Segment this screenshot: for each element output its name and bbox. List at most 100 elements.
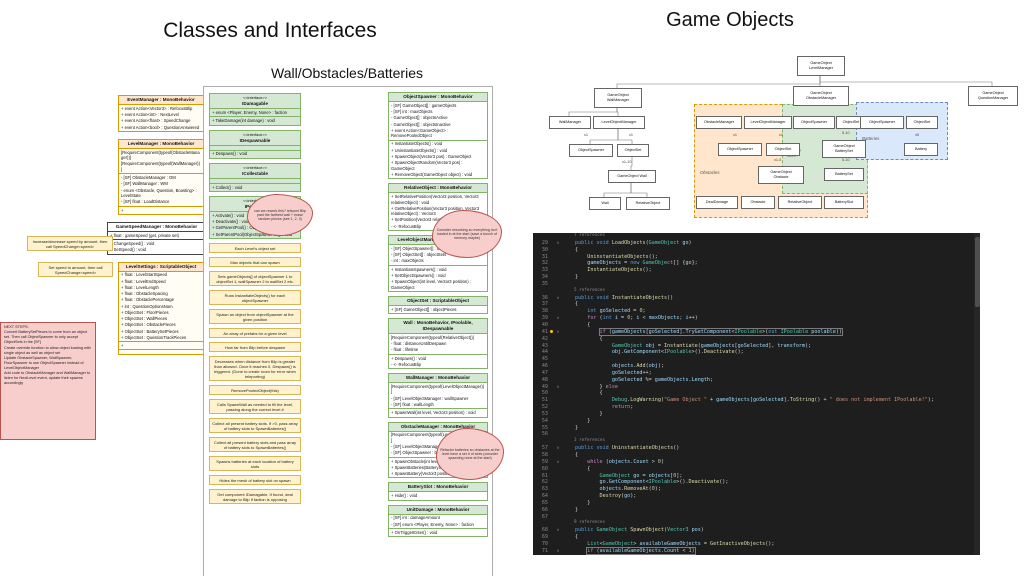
codelens-references[interactable]: 9 references bbox=[574, 520, 606, 526]
code-text: GameObject go = objects[0]; bbox=[599, 472, 683, 479]
code-line[interactable]: 32 gameObjects = new GameObject[] {go}; bbox=[533, 260, 980, 267]
code-text: } bbox=[575, 499, 591, 506]
code-text: public void InstantiateObjects() bbox=[575, 294, 674, 301]
code-line[interactable]: 44 obj.GetComponent<IPoolable>().Deactiv… bbox=[533, 349, 980, 356]
uml-member: + event Action<Vector3> : RefocusBlip bbox=[121, 105, 193, 111]
code-line[interactable]: 70 List<GameObject> availableGameObjects… bbox=[533, 541, 980, 548]
code-line[interactable]: 55} bbox=[533, 425, 980, 432]
fold-chevron-icon bbox=[554, 486, 562, 493]
code-editor[interactable]: 7 references 29∨public void LoadObjects(G… bbox=[533, 233, 980, 555]
code-line[interactable]: 50 { bbox=[533, 390, 980, 397]
uml-section: + bbox=[119, 205, 203, 214]
code-line[interactable]: 41∨ if (gameObjects[goSelected].TryGetCo… bbox=[533, 327, 980, 337]
line-number: 65 bbox=[541, 499, 548, 506]
code-line[interactable]: 49∨ } else bbox=[533, 384, 980, 391]
code-line[interactable]: 63 objects.RemoveAt(0); bbox=[533, 486, 980, 493]
code-line[interactable]: 57∨public void UninstantiateObjects() bbox=[533, 445, 980, 452]
line-number: 33 bbox=[541, 267, 548, 274]
code-line[interactable]: 58{ bbox=[533, 452, 980, 459]
code-line[interactable]: 38 int goSelected = 0; bbox=[533, 308, 980, 315]
code-line[interactable]: 33 InstantiateObjects(); bbox=[533, 267, 980, 274]
fold-chevron-icon[interactable]: ∨ bbox=[556, 239, 560, 245]
code-text: gameObjects = new GameObject[] {go}; bbox=[587, 260, 698, 267]
fold-chevron-icon bbox=[554, 343, 562, 350]
uml-title: RelativeObject : MonoBehavior bbox=[389, 184, 487, 193]
fold-chevron-icon bbox=[554, 267, 562, 274]
uml-section: + enum <Player, Enemy, None> : faction bbox=[210, 108, 300, 116]
fold-chevron-icon[interactable]: ∨ bbox=[556, 547, 560, 553]
uml-title: EventManager : MonoBehavior bbox=[119, 96, 203, 104]
scrollbar-thumb[interactable] bbox=[974, 237, 980, 307]
code-line[interactable]: 51 Debug.LogWarning("Game Object " + gam… bbox=[533, 397, 980, 404]
code-line[interactable]: 52 return; bbox=[533, 404, 980, 411]
code-line[interactable]: 61 GameObject go = objects[0]; bbox=[533, 473, 980, 480]
fold-chevron-icon[interactable]: ∨ bbox=[556, 315, 560, 321]
uml-member: + SetRelativePosition(Vector3 position, … bbox=[391, 194, 479, 205]
code-line[interactable]: 64 Destroy(go); bbox=[533, 493, 980, 500]
code-line[interactable]: 43 GameObject obj = Instantiate(gameObje… bbox=[533, 343, 980, 350]
uml-title: ObstacleManager : MonoBehavior bbox=[389, 422, 487, 431]
line-number: 30 bbox=[541, 246, 548, 253]
uml-member: + InstantiateSpawners() : void bbox=[391, 266, 447, 272]
code-line[interactable]: 30{ bbox=[533, 247, 980, 254]
uml-title: ICollectable bbox=[242, 170, 268, 176]
fold-chevron-icon[interactable]: ∨ bbox=[556, 328, 560, 334]
annotation-note: Runs InstantiateObjects() for each objec… bbox=[209, 290, 301, 306]
code-line[interactable]: 45 bbox=[533, 356, 980, 363]
fold-chevron-icon bbox=[554, 390, 562, 397]
code-line[interactable]: 39∨ for (int i = 0; i < maxObjects; i++) bbox=[533, 315, 980, 322]
code-text: Destroy(go); bbox=[599, 493, 637, 500]
code-line[interactable]: 37{ bbox=[533, 301, 980, 308]
annotation-note: Collect all present battery slots. If >0… bbox=[209, 418, 301, 434]
code-line[interactable]: 66} bbox=[533, 507, 980, 514]
uml-section: + [SF] GameObject[] : objectPieces bbox=[389, 304, 487, 313]
right-title: Game Objects bbox=[666, 9, 794, 31]
code-line[interactable]: 48 goSelected %= gameObjects.Length; bbox=[533, 377, 980, 384]
code-line[interactable]: 68∨public GameObject SpawnObject(Vector3… bbox=[533, 527, 980, 534]
uml-levelmanager: LevelManager : MonoBehavior[RequireCompo… bbox=[118, 138, 204, 215]
lightbulb-icon[interactable] bbox=[549, 329, 553, 333]
uml-member: - [SF] ObjectSpawner[] : objectSpawners bbox=[391, 245, 467, 251]
codelens-references[interactable]: 7 references bbox=[574, 233, 606, 238]
code-text bbox=[562, 281, 575, 288]
code-line[interactable]: 60 { bbox=[533, 466, 980, 473]
codelens-references[interactable]: 3 references bbox=[574, 438, 606, 444]
uml-member: + SpawnObjectRandom(Vector3 pos) : GameO… bbox=[391, 160, 463, 171]
code-line[interactable]: 69{ bbox=[533, 534, 980, 541]
code-line[interactable]: 56 bbox=[533, 431, 980, 438]
fold-chevron-icon[interactable]: ∨ bbox=[556, 458, 560, 464]
code-line[interactable]: 65 } bbox=[533, 500, 980, 507]
line-number: 45 bbox=[541, 356, 548, 363]
codelens-references[interactable]: 5 references bbox=[574, 287, 606, 293]
uml-member: + ObjectSet : BatterySetPieces bbox=[121, 328, 179, 334]
code-line[interactable]: 54 } bbox=[533, 418, 980, 425]
code-line[interactable]: 42 { bbox=[533, 336, 980, 343]
fold-chevron-icon[interactable]: ∨ bbox=[556, 383, 560, 389]
code-line[interactable]: 59∨ while (objects.Count > 0) bbox=[533, 459, 980, 466]
uml-title: Wall : MonoBehavior, IPoolable, IDespawn… bbox=[389, 319, 487, 333]
line-number: 62 bbox=[541, 479, 548, 486]
code-text: public GameObject SpawnObject(Vector3 po… bbox=[575, 527, 704, 534]
code-line[interactable]: 71∨ if (availableGameObjects.Count < 1) bbox=[533, 546, 980, 555]
fold-chevron-icon[interactable]: ∨ bbox=[556, 527, 560, 533]
code-line[interactable]: 67 bbox=[533, 514, 980, 521]
code-line[interactable]: 35 bbox=[533, 281, 980, 288]
code-line[interactable]: 62 go.GetComponent<IPoolable>().Deactiva… bbox=[533, 479, 980, 486]
code-line[interactable]: 47 goSelected++; bbox=[533, 370, 980, 377]
scrollbar[interactable] bbox=[974, 233, 980, 555]
code-line[interactable]: 29∨public void LoadObjects(GameObject go… bbox=[533, 240, 980, 247]
code-line[interactable]: 46 objects.Add(obj); bbox=[533, 363, 980, 370]
code-line[interactable]: 40 { bbox=[533, 322, 980, 329]
code-line[interactable]: 34} bbox=[533, 274, 980, 281]
codelens-row: 7 references bbox=[533, 233, 980, 240]
code-line[interactable]: 31 UninstantiateObjects(); bbox=[533, 254, 980, 261]
fold-chevron-icon[interactable]: ∨ bbox=[556, 445, 560, 451]
line-number: 55 bbox=[541, 424, 548, 431]
code-line[interactable]: 36∨public void InstantiateObjects() bbox=[533, 295, 980, 302]
fold-chevron-icon[interactable]: ∨ bbox=[556, 294, 560, 300]
uml-member: + bbox=[121, 342, 124, 348]
fold-chevron-icon bbox=[554, 397, 562, 404]
uml-member: + OnTriggerEnter() : void bbox=[391, 529, 438, 535]
fold-chevron-icon bbox=[554, 281, 562, 288]
code-line[interactable]: 53 } bbox=[533, 411, 980, 418]
